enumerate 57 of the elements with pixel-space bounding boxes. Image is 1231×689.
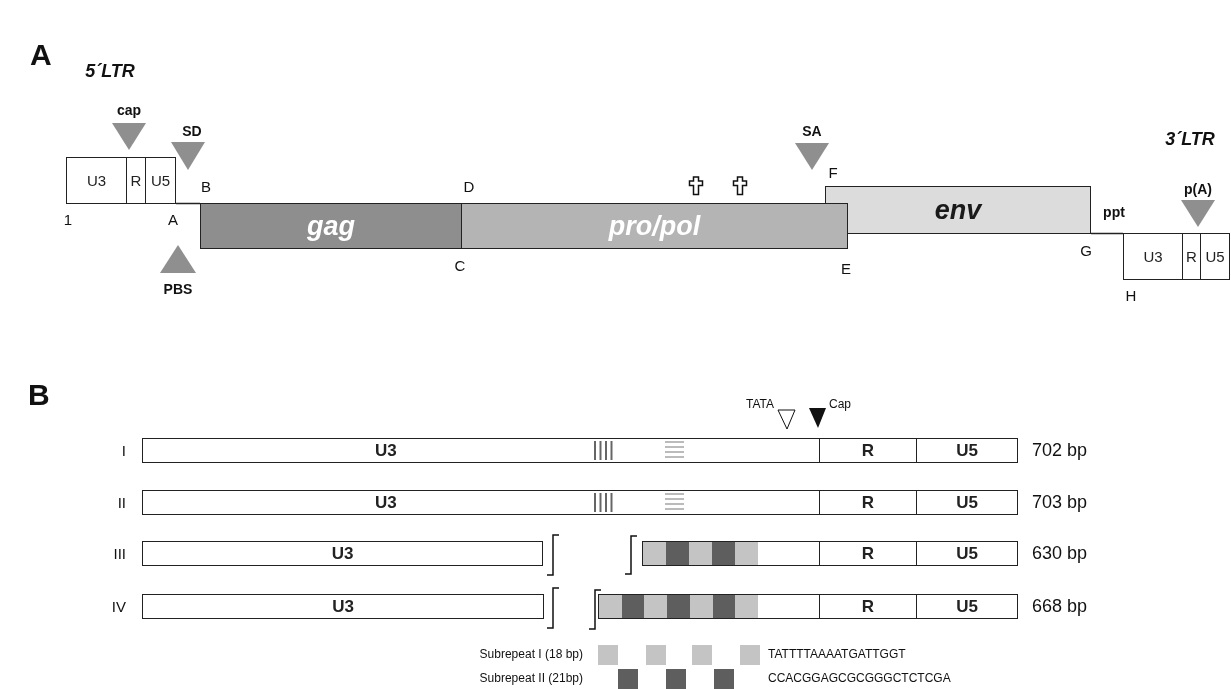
- ltr-segment: U5: [1200, 233, 1230, 280]
- ltr-segment: R: [819, 490, 917, 515]
- position-label: D: [463, 179, 475, 194]
- site-label: p(A): [1184, 182, 1212, 196]
- gene-box: gag: [200, 203, 462, 249]
- ltr-label: 5´LTR: [85, 62, 135, 80]
- row-numeral: IV: [111, 599, 126, 614]
- site-label: SD: [182, 124, 202, 138]
- site-label: cap: [116, 103, 142, 117]
- ltr-segment: U3: [142, 438, 820, 463]
- site-label: Cap: [829, 398, 851, 410]
- sequence-text: TATTTTAAAATGATTGGT: [768, 648, 906, 660]
- length-label: 702 bp: [1032, 441, 1088, 459]
- ltr-segment: U5: [916, 438, 1018, 463]
- ltr-segment: U5: [145, 157, 176, 204]
- repeat-region: [598, 594, 820, 619]
- ltr-segment: U3: [1123, 233, 1183, 280]
- length-label: 668 bp: [1032, 597, 1088, 615]
- position-label: 1: [63, 212, 73, 227]
- position-label: H: [1125, 288, 1137, 303]
- row-numeral: II: [117, 495, 126, 510]
- position-label: A: [168, 212, 178, 227]
- gene-box: pro/pol: [461, 203, 848, 249]
- row-numeral: III: [113, 546, 126, 561]
- position-label: G: [1080, 243, 1092, 258]
- ltr-segment: U5: [916, 490, 1018, 515]
- ltr-segment: U3: [142, 541, 543, 566]
- ltr-segment: U3: [66, 157, 127, 204]
- legend-text: Subrepeat I (18 bp): [479, 648, 583, 660]
- connector-line: [175, 202, 201, 205]
- position-label: F: [828, 165, 838, 180]
- length-label: 630 bp: [1032, 544, 1088, 562]
- legend-text: Subrepeat II (21bp): [479, 672, 583, 684]
- repeat-region: [642, 541, 820, 566]
- position-label: E: [841, 261, 851, 276]
- panel-letter: B: [28, 380, 50, 410]
- ltr-segment: R: [819, 438, 917, 463]
- position-label: B: [201, 179, 211, 194]
- length-label: 703 bp: [1032, 493, 1088, 511]
- site-label: SA: [802, 124, 822, 138]
- ltr-segment: U5: [916, 541, 1018, 566]
- ltr-label: 3´LTR: [1165, 130, 1215, 148]
- row-numeral: I: [121, 443, 126, 458]
- gene-box: env: [825, 186, 1091, 234]
- site-label: TATA: [746, 398, 774, 410]
- ltr-segment: U3: [142, 490, 820, 515]
- site-label: ppt: [1103, 205, 1125, 219]
- ltr-segment: U5: [916, 594, 1018, 619]
- ltr-segment: R: [126, 157, 146, 204]
- ltr-segment: R: [819, 541, 917, 566]
- ltr-segment: R: [819, 594, 917, 619]
- sequence-text: CCACGGAGCGCGGGCTCTCGA: [768, 672, 951, 684]
- panel-letter: A: [30, 40, 52, 70]
- position-label: C: [454, 258, 466, 273]
- connector-line: [1090, 232, 1124, 235]
- site-label: PBS: [163, 282, 193, 296]
- ltr-segment: U3: [142, 594, 544, 619]
